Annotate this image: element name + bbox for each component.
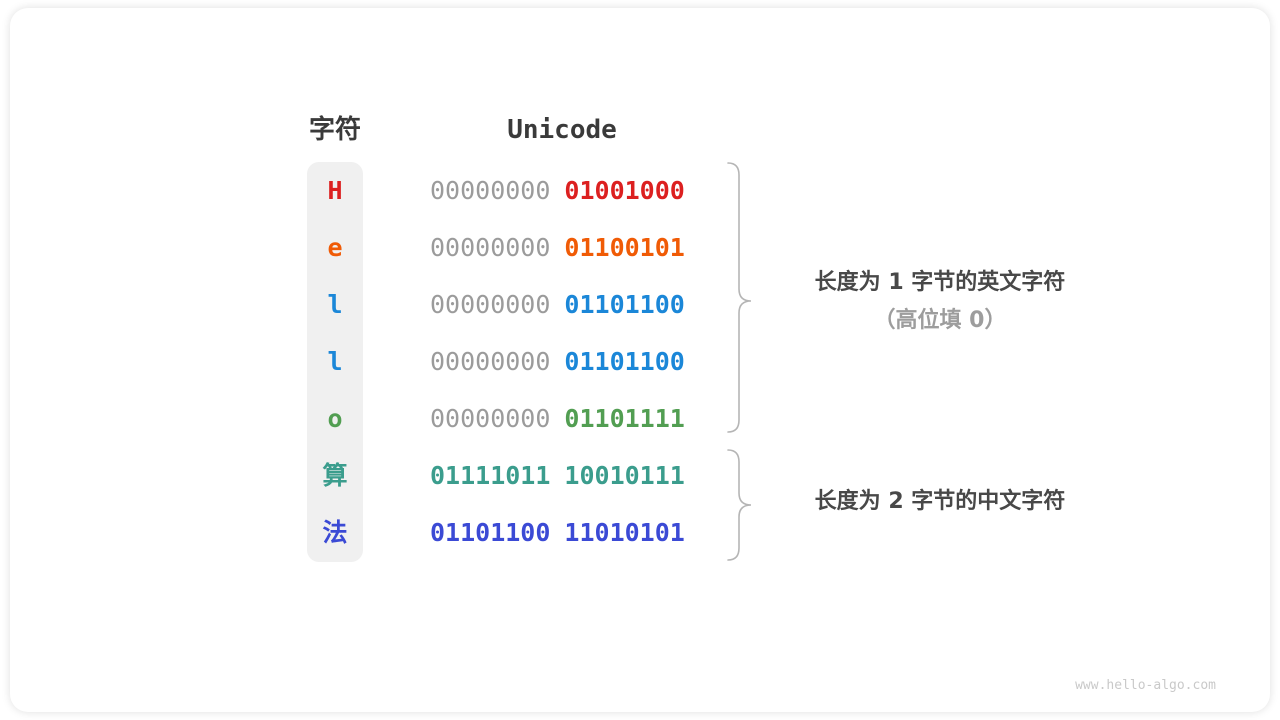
- character-cell: 算: [322, 461, 348, 490]
- annotation-english-line2: （高位填 0）: [873, 308, 1007, 333]
- high-byte: 00000000: [430, 347, 551, 376]
- high-byte: 01101100: [430, 518, 551, 547]
- character-cell: H: [327, 176, 343, 205]
- unicode-bits: 00000000 01101100: [430, 345, 685, 379]
- high-byte: 00000000: [430, 233, 551, 262]
- low-byte: 01101100: [564, 347, 685, 376]
- unicode-bits: 01101100 11010101: [430, 516, 685, 550]
- unicode-bits: 00000000 01101111: [430, 402, 685, 436]
- table-row: l 00000000 01101100: [0, 288, 1280, 322]
- low-byte: 01100101: [564, 233, 685, 262]
- watermark: www.hello-algo.com: [1075, 678, 1216, 693]
- character-cell: l: [327, 290, 343, 319]
- low-byte: 01101111: [564, 404, 685, 433]
- low-byte: 01101100: [564, 290, 685, 319]
- character-cell: o: [327, 404, 343, 433]
- low-byte: 11010101: [564, 518, 685, 547]
- character-cell: e: [327, 233, 343, 262]
- character-cell: l: [327, 347, 343, 376]
- high-byte: 00000000: [430, 290, 551, 319]
- annotation-english-chars: 长度为 1 字节的英文字符 （高位填 0）: [780, 269, 1100, 335]
- column-header-character: 字符: [308, 115, 361, 145]
- character-column-background: [307, 162, 363, 562]
- high-byte: 00000000: [430, 176, 551, 205]
- table-row: H 00000000 01001000: [0, 174, 1280, 208]
- low-byte: 10010111: [564, 461, 685, 490]
- annotation-english-line1: 长度为 1 字节的英文字符: [814, 270, 1066, 295]
- table-row: e 00000000 01100101: [0, 231, 1280, 265]
- annotation-chinese-chars: 长度为 2 字节的中文字符: [780, 488, 1100, 516]
- unicode-bits: 00000000 01101100: [430, 288, 685, 322]
- high-byte: 01111011: [430, 461, 551, 490]
- table-row: 法 01101100 11010101: [0, 516, 1280, 550]
- annotation-chinese-line1: 长度为 2 字节的中文字符: [814, 489, 1066, 514]
- low-byte: 01001000: [564, 176, 685, 205]
- figure-card: [10, 8, 1270, 712]
- high-byte: 00000000: [430, 404, 551, 433]
- unicode-bits: 00000000 01100101: [430, 231, 685, 265]
- unicode-bits: 01111011 10010111: [430, 459, 685, 493]
- table-row: l 00000000 01101100: [0, 345, 1280, 379]
- table-row: o 00000000 01101111: [0, 402, 1280, 436]
- table-row: 算 01111011 10010111: [0, 459, 1280, 493]
- unicode-bits: 00000000 01001000: [430, 174, 685, 208]
- column-header-unicode: Unicode: [507, 115, 617, 145]
- character-cell: 法: [322, 518, 348, 547]
